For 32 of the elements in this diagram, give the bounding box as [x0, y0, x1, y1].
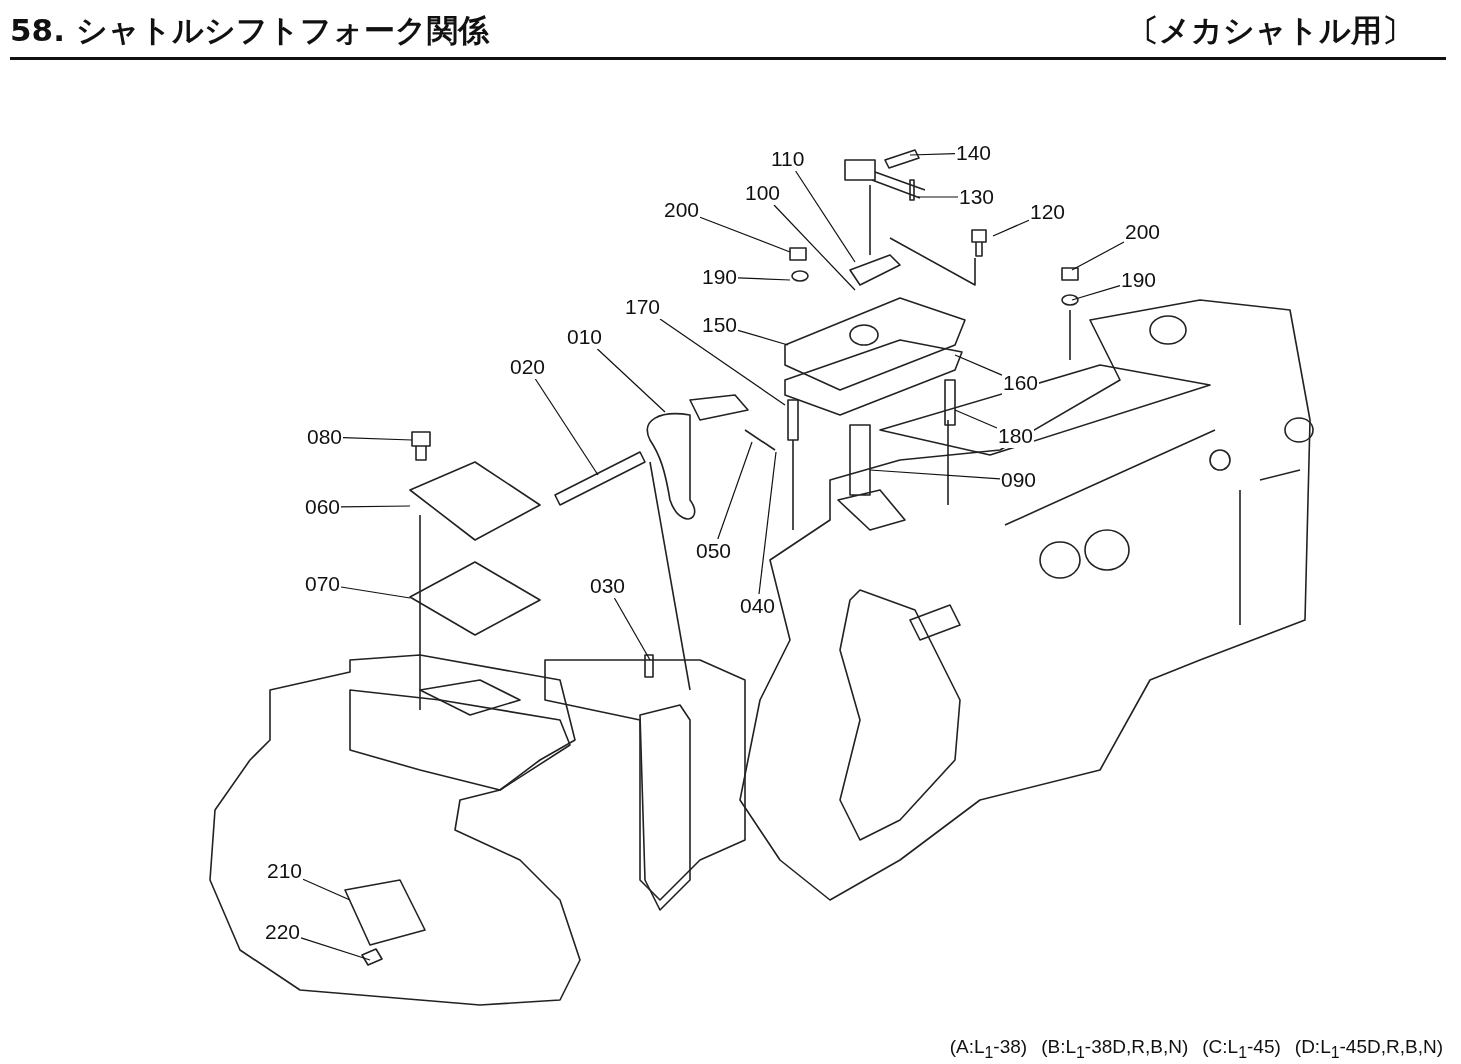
model-note: (C:L$_{1}$-45) — [1202, 1036, 1281, 1062]
leader-line — [1071, 285, 1121, 301]
leader-line — [758, 451, 777, 595]
leader-line — [1071, 241, 1125, 271]
title-heading: 58. シャトルシフトフォーク関係 — [10, 11, 489, 50]
leader-line — [954, 409, 998, 429]
leader-line — [773, 204, 856, 291]
leader-line — [300, 937, 371, 961]
leader-line — [869, 469, 1001, 480]
subtitle-text: 〔メカシャトル用〕 — [1128, 11, 1413, 50]
leader-line — [909, 153, 956, 156]
model-note: (D:L$_{1}$-45D,R,B,N) — [1294, 1036, 1443, 1062]
leader-line — [613, 597, 651, 661]
leader-line — [795, 170, 856, 263]
leader-line — [737, 329, 789, 346]
leader-line — [737, 277, 791, 281]
model-note: (A:L$_{1}$-38) — [949, 1036, 1028, 1062]
leader-line — [534, 378, 599, 476]
leader-line — [340, 505, 411, 508]
leader-line — [699, 216, 791, 253]
callout-number: 180 — [997, 424, 1035, 448]
leader-line — [917, 196, 959, 198]
leader-line — [342, 437, 413, 441]
model-note: (B:L$_{1}$-38D,R,B,N) — [1041, 1036, 1189, 1062]
leader-line — [717, 441, 753, 540]
leader-line — [992, 219, 1030, 237]
leader-line — [596, 348, 666, 413]
leader-line — [954, 354, 1003, 376]
callout-number: 160 — [1002, 371, 1040, 395]
leader-line — [302, 878, 351, 901]
leader-line — [340, 586, 411, 599]
leader-line — [659, 318, 786, 406]
